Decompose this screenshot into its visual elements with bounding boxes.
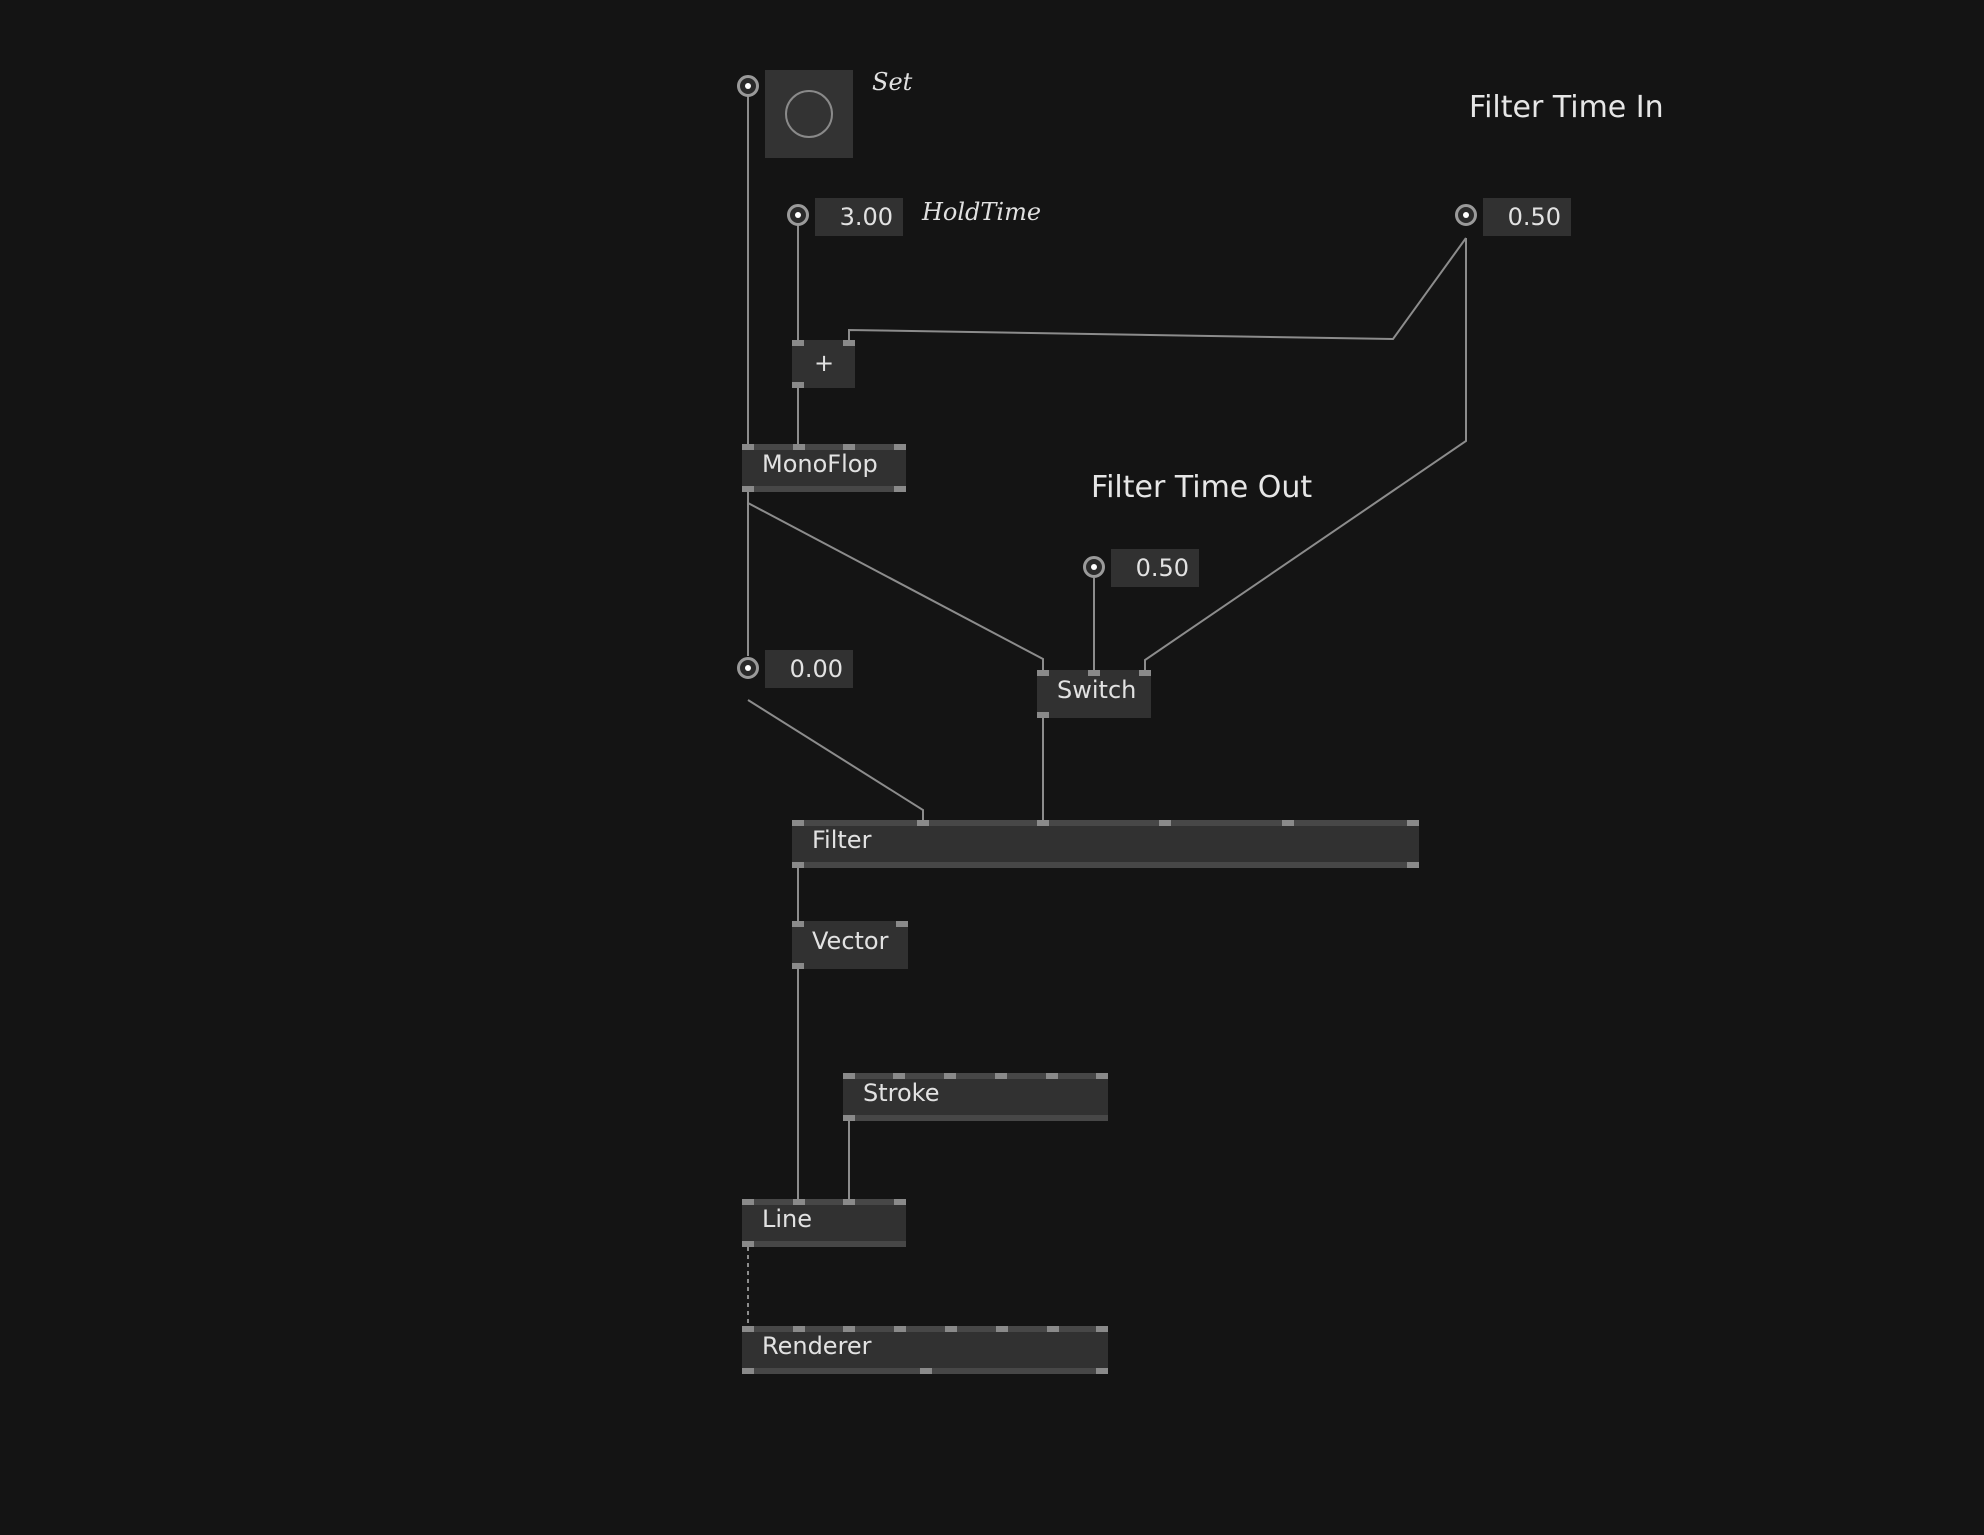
line-label: Line bbox=[762, 1205, 813, 1233]
stroke-input-pin-5[interactable] bbox=[1046, 1073, 1058, 1079]
monoflop-pin-bar-top bbox=[742, 444, 906, 450]
stroke-input-pin-4[interactable] bbox=[995, 1073, 1007, 1079]
monoflop-input-pin-4[interactable] bbox=[894, 444, 906, 450]
stroke-pin-bar-top bbox=[843, 1073, 1108, 1079]
renderer-input-pin-4[interactable] bbox=[894, 1326, 906, 1332]
renderer-input-pin-1[interactable] bbox=[742, 1326, 754, 1332]
filter-input-pin-6[interactable] bbox=[1407, 820, 1419, 826]
monoflop-output-pin-1[interactable] bbox=[742, 486, 754, 492]
filter-input-pin-5[interactable] bbox=[1282, 820, 1294, 826]
stroke-input-pin-3[interactable] bbox=[944, 1073, 956, 1079]
wire-fti-switch bbox=[1144, 238, 1467, 672]
renderer-input-pin-6[interactable] bbox=[996, 1326, 1008, 1332]
filter-pin-bar-bottom bbox=[792, 862, 1419, 868]
switch-input-pin-1[interactable] bbox=[1037, 670, 1049, 676]
vector-label: Vector bbox=[812, 927, 889, 955]
filter-time-in-heading: Filter Time In bbox=[1469, 90, 1664, 125]
renderer-pin-bar-top bbox=[742, 1326, 1108, 1332]
monoflop-input-pin-2[interactable] bbox=[793, 444, 805, 450]
plus-label: + bbox=[814, 349, 835, 377]
set-radio-icon[interactable] bbox=[737, 75, 759, 97]
filter-label: Filter bbox=[812, 826, 872, 854]
set-label: Set bbox=[872, 68, 913, 96]
line-input-pin-2[interactable] bbox=[793, 1199, 805, 1205]
stroke-input-pin-2[interactable] bbox=[893, 1073, 905, 1079]
set-bang-button[interactable] bbox=[765, 70, 853, 158]
line-input-pin-1[interactable] bbox=[742, 1199, 754, 1205]
renderer-label: Renderer bbox=[762, 1332, 872, 1360]
monoflop-label: MonoFlop bbox=[762, 450, 878, 478]
filter-input-pin-3[interactable] bbox=[1037, 820, 1049, 826]
stroke-input-pin-1[interactable] bbox=[843, 1073, 855, 1079]
stroke-label: Stroke bbox=[863, 1079, 940, 1107]
monoflop-node[interactable]: MonoFlop bbox=[742, 444, 906, 492]
filter-input-pin-1[interactable] bbox=[792, 820, 804, 826]
holdtime-radio-icon[interactable] bbox=[787, 204, 809, 226]
wire-default-filter bbox=[747, 699, 924, 824]
vector-output-pin[interactable] bbox=[792, 963, 804, 969]
stroke-output-pin[interactable] bbox=[843, 1115, 855, 1121]
vector-input-pin-1[interactable] bbox=[792, 921, 804, 927]
stroke-input-pin-6[interactable] bbox=[1096, 1073, 1108, 1079]
renderer-output-pin-3[interactable] bbox=[1096, 1368, 1108, 1374]
plus-node[interactable]: + bbox=[792, 340, 855, 388]
filter-input-pin-4[interactable] bbox=[1159, 820, 1171, 826]
switch-output-pin[interactable] bbox=[1037, 712, 1049, 718]
renderer-node[interactable]: Renderer bbox=[742, 1326, 1108, 1374]
monoflop-output-pin-2[interactable] bbox=[894, 486, 906, 492]
renderer-input-pin-8[interactable] bbox=[1096, 1326, 1108, 1332]
line-pin-bar-bottom bbox=[742, 1241, 906, 1247]
switch-label: Switch bbox=[1057, 676, 1137, 704]
wire-monoflop-switch bbox=[747, 502, 1044, 672]
renderer-input-pin-7[interactable] bbox=[1047, 1326, 1059, 1332]
plus-output-pin[interactable] bbox=[792, 382, 804, 388]
filter-node[interactable]: Filter bbox=[792, 820, 1419, 868]
line-input-pin-4[interactable] bbox=[894, 1199, 906, 1205]
filter-output-pin-1[interactable] bbox=[792, 862, 804, 868]
switch-input-pin-3[interactable] bbox=[1139, 670, 1151, 676]
plus-input-pin-left[interactable] bbox=[792, 340, 804, 346]
filter-output-pin-2[interactable] bbox=[1407, 862, 1419, 868]
renderer-output-pin-2[interactable] bbox=[920, 1368, 932, 1374]
line-pin-bar-top bbox=[742, 1199, 906, 1205]
vector-node[interactable]: Vector bbox=[792, 921, 908, 969]
monoflop-input-pin-1[interactable] bbox=[742, 444, 754, 450]
holdtime-label: HoldTime bbox=[922, 198, 1042, 226]
renderer-input-pin-2[interactable] bbox=[793, 1326, 805, 1332]
wire-fti-plus bbox=[848, 237, 1467, 342]
filter-time-in-value-box[interactable]: 0.50 bbox=[1483, 198, 1571, 236]
stroke-node[interactable]: Stroke bbox=[843, 1073, 1108, 1121]
monoflop-pin-bar-bottom bbox=[742, 486, 906, 492]
filter-time-out-radio-icon[interactable] bbox=[1083, 556, 1105, 578]
filter-time-out-value-box[interactable]: 0.50 bbox=[1111, 549, 1199, 587]
filter-input-pin-2[interactable] bbox=[917, 820, 929, 826]
holdtime-value-box[interactable]: 3.00 bbox=[815, 198, 903, 236]
renderer-output-pin-1[interactable] bbox=[742, 1368, 754, 1374]
monoflop-input-pin-3[interactable] bbox=[843, 444, 855, 450]
line-node[interactable]: Line bbox=[742, 1199, 906, 1247]
line-input-pin-3[interactable] bbox=[843, 1199, 855, 1205]
switch-node[interactable]: Switch bbox=[1037, 670, 1151, 718]
switch-input-pin-2[interactable] bbox=[1088, 670, 1100, 676]
filter-pin-bar-top bbox=[792, 820, 1419, 826]
plus-input-pin-right[interactable] bbox=[843, 340, 855, 346]
renderer-input-pin-5[interactable] bbox=[945, 1326, 957, 1332]
stroke-pin-bar-bottom bbox=[843, 1115, 1108, 1121]
renderer-input-pin-3[interactable] bbox=[843, 1326, 855, 1332]
filter-time-in-radio-icon[interactable] bbox=[1455, 204, 1477, 226]
filter-time-out-heading: Filter Time Out bbox=[1091, 470, 1313, 505]
bang-circle-icon bbox=[785, 90, 833, 138]
default-radio-icon[interactable] bbox=[737, 657, 759, 679]
vector-input-pin-2[interactable] bbox=[896, 921, 908, 927]
default-value-box[interactable]: 0.00 bbox=[765, 650, 853, 688]
line-output-pin[interactable] bbox=[742, 1241, 754, 1247]
